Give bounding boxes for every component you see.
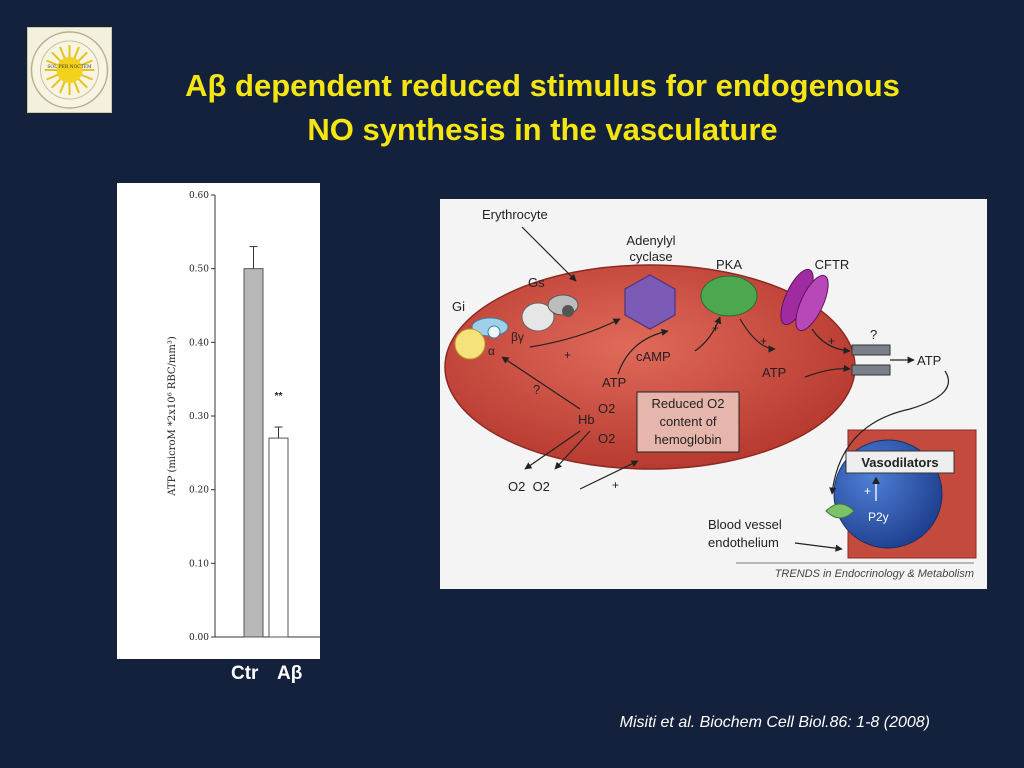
o2-label-1: O2: [598, 401, 615, 416]
vasodilators-box: [845, 450, 955, 474]
y-tick-label-1: 0.10: [189, 559, 209, 569]
university-logo: SOL PER NOCTEM: [27, 27, 112, 113]
adenylyl-label-1: Adenylyl: [626, 233, 675, 248]
gi-label: Gi: [452, 299, 465, 314]
alpha-label: α: [488, 344, 495, 358]
gs-protein-icon: [521, 302, 555, 332]
vasodilators-label: Vasodilators: [861, 455, 938, 470]
atp-out-label: ATP: [917, 353, 941, 368]
gi-alpha-icon: [454, 328, 486, 360]
blood-vessel-label-1: Blood vessel: [708, 517, 782, 532]
p2y-label: P2y: [868, 510, 889, 524]
slide-title: Aβ dependent reduced stimulus for endoge…: [120, 64, 965, 152]
gs-label: Gs: [528, 275, 545, 290]
atp-internal-label: ATP: [602, 375, 626, 390]
y-axis-label: ATP (microM *2x10⁶ RBC/mm³): [167, 336, 178, 497]
adenylyl-cyclase-icon: [624, 274, 676, 330]
svg-text:+: +: [564, 348, 571, 362]
title-line-2: NO synthesis in the vasculature: [307, 112, 778, 147]
category-label-ctr: Ctr: [231, 663, 259, 684]
o2-label-2: O2: [598, 431, 615, 446]
reduced-label-2: content of: [659, 414, 716, 429]
pka-label: PKA: [716, 257, 742, 272]
cftr-label: CFTR: [815, 257, 850, 272]
p2y-receptor-icon: [825, 503, 855, 519]
erythrocyte-label: Erythrocyte: [482, 207, 548, 222]
erythrocyte-pathway-diagram: Vasodilators P2y + Adenylyl cyclase PKA …: [440, 199, 987, 589]
question-cftr: ?: [870, 327, 877, 342]
y-tick-label-2: 0.20: [189, 486, 209, 496]
y-tick-label-4: 0.40: [189, 338, 209, 348]
reduced-label-3: hemoglobin: [654, 432, 721, 447]
o2-outside-label: O2 O2: [508, 479, 550, 494]
plus-vaso: +: [864, 484, 871, 498]
y-tick-label-6: 0.60: [189, 191, 209, 201]
logo-motto: SOL PER NOCTEM: [47, 64, 92, 70]
y-tick-label-3: 0.30: [189, 412, 209, 422]
y-tick-label-5: 0.50: [189, 265, 209, 275]
adenylyl-label-2: cyclase: [629, 249, 672, 264]
significance-marker: **: [275, 391, 283, 402]
pka-icon: [700, 275, 758, 317]
svg-text:+: +: [612, 478, 619, 492]
citation: Misiti et al. Biochem Cell Biol.86: 1-8 …: [619, 714, 930, 731]
question-hb: ?: [533, 382, 540, 397]
reduced-label-1: Reduced O2: [652, 396, 725, 411]
diagram-source: TRENDS in Endocrinology & Metabolism: [775, 568, 974, 580]
title-line-1: Aβ dependent reduced stimulus for endoge…: [185, 68, 900, 103]
svg-text:+: +: [828, 334, 835, 348]
bar-1: [268, 437, 289, 638]
svg-text:+: +: [760, 334, 767, 348]
hb-label: Hb: [578, 412, 595, 427]
beta-gamma-label: βγ: [511, 330, 524, 344]
svg-text:+: +: [712, 321, 719, 335]
category-label-abeta: Aβ: [277, 663, 303, 684]
pathway-svg: Vasodilators P2y + Adenylyl cyclase PKA …: [444, 207, 977, 580]
sun-seal-icon: SOL PER NOCTEM: [30, 31, 109, 109]
atp-channel-icon: [851, 344, 891, 356]
y-tick-label-0: 0.00: [189, 633, 209, 643]
camp-label: cAMP: [636, 349, 671, 364]
atp-mid-label: ATP: [762, 365, 786, 380]
bar-0: [243, 268, 264, 638]
reduced-o2-box: [636, 391, 740, 453]
blood-vessel-label-2: endothelium: [708, 535, 779, 550]
